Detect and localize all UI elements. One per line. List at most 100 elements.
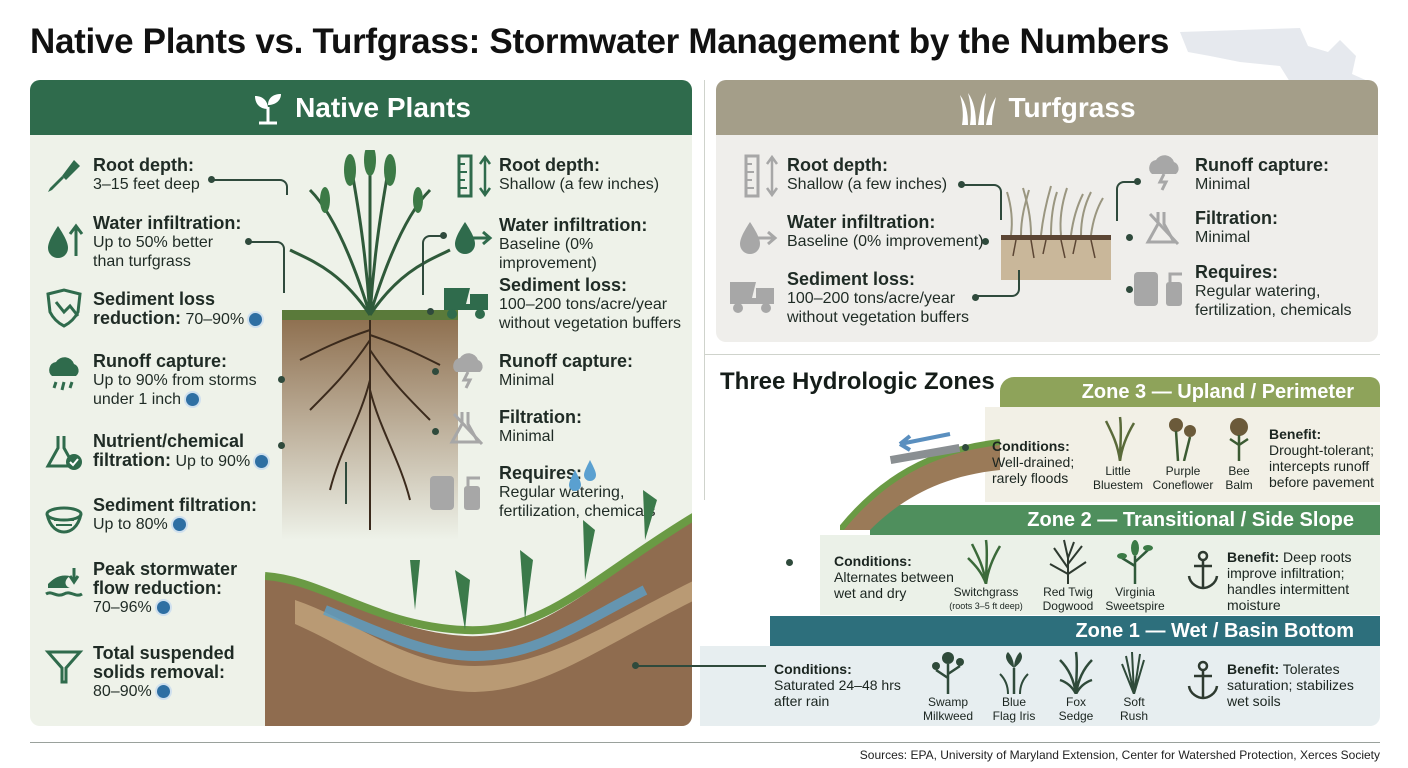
verified-badge-icon xyxy=(253,453,271,471)
native-stat-runoff-capture: Runoff capture: Up to 90% from storms un… xyxy=(93,351,257,409)
native-stat-sediment-filtration: Sediment filtration: Up to 80% xyxy=(93,495,258,534)
ruler-icon xyxy=(457,154,492,198)
native-plants-title: Native Plants xyxy=(295,91,471,123)
fertilizer-spray-icon xyxy=(1134,272,1182,306)
sources-citation: Sources: EPA, University of Maryland Ext… xyxy=(859,748,1380,762)
connector-dot xyxy=(245,238,252,245)
zone3-band: Zone 3 — Upland / Perimeter xyxy=(1000,377,1380,407)
switchgrass-icon xyxy=(967,539,1002,584)
seedling-icon xyxy=(255,93,282,124)
little-bluestem-icon xyxy=(1104,416,1136,461)
footer-rule xyxy=(30,742,1380,743)
zone3-benefit: Benefit: Drought-tolerant; intercepts ru… xyxy=(1269,426,1375,490)
connector-dot xyxy=(432,428,439,435)
zone1-body xyxy=(700,646,1380,726)
turfgrass-stat-water-infiltration: Water infiltration: Baseline (0% improve… xyxy=(787,212,984,251)
connector-line xyxy=(636,665,766,667)
native-stat-water-infiltration: Water infiltration: Up to 50% better tha… xyxy=(93,213,242,271)
fox-sedge-icon xyxy=(1059,651,1093,694)
flask-x-icon xyxy=(1145,212,1180,246)
turfgrass-roots-illustration xyxy=(1001,185,1111,280)
shield-down-icon xyxy=(46,288,82,328)
sieve-icon xyxy=(45,506,83,534)
turfgrass-stat-filtration: Filtration: Minimal xyxy=(1195,208,1278,247)
turfgrass-panel: Turfgrass Root depth: Shallow (a few inc… xyxy=(716,80,1378,342)
zone2-plant-switchgrass: Switchgrass(roots 3–5 ft deep) xyxy=(949,585,1023,611)
native-stat-peak-flow-reduction: Peak stormwater flow reduction: 70–96% xyxy=(93,559,238,617)
column-divider xyxy=(704,80,705,500)
verified-badge-icon xyxy=(154,683,172,701)
zone1-conditions: Conditions: Saturated 24–48 hrs after ra… xyxy=(774,661,901,709)
zone1-band: Zone 1 — Wet / Basin Bottom xyxy=(770,616,1380,646)
storm-cloud-icon xyxy=(453,353,483,389)
purple-coneflower-icon xyxy=(1169,418,1196,461)
connector-line xyxy=(976,270,1020,297)
connector-line xyxy=(962,184,1002,220)
turf-compare-requires: Requires: Regular watering, fertilizatio… xyxy=(499,463,656,521)
connector-dot xyxy=(632,662,639,669)
connector-dot xyxy=(786,559,793,566)
red-twig-dogwood-icon xyxy=(1049,539,1087,584)
connector-dot xyxy=(1134,178,1141,185)
connector-dot xyxy=(440,232,447,239)
connector-dot xyxy=(958,181,965,188)
turfgrass-stat-root-depth: Root depth: Shallow (a few inches) xyxy=(787,155,948,194)
native-stat-tss-removal: Total suspended solids removal: 80–90% xyxy=(93,643,235,701)
ruler-icon xyxy=(744,154,779,198)
flask-check-icon xyxy=(45,436,82,470)
connector-line xyxy=(249,241,285,293)
grass-icon xyxy=(960,92,997,125)
connector-dot xyxy=(278,376,285,383)
verified-badge-icon xyxy=(184,391,202,409)
connector-dot xyxy=(1126,286,1133,293)
native-stat-sediment-loss-reduction: Sediment loss reduction: 70–90% xyxy=(93,290,265,329)
connector-dot xyxy=(1126,234,1133,241)
soft-rush-icon xyxy=(1121,651,1145,694)
zone2-conditions: Conditions: Alternates between wet and d… xyxy=(834,553,954,601)
turf-compare-runoff-capture: Runoff capture: Minimal xyxy=(499,351,633,390)
native-stat-nutrient-filtration: Nutrient/chemical filtration: Up to 90% xyxy=(93,432,271,471)
turfgrass-header: Turfgrass xyxy=(716,80,1378,135)
turf-compare-water-infiltration: Water infiltration: Baseline (0% improve… xyxy=(499,215,648,273)
connector-dot xyxy=(427,308,434,315)
flood-wave-icon xyxy=(45,568,83,597)
drop-arrow-icon xyxy=(740,222,778,254)
zones-title: Three Hydrologic Zones xyxy=(720,368,995,395)
connector-dot xyxy=(962,444,969,451)
turf-compare-sediment-loss: Sediment loss: 100–200 tons/acre/year wi… xyxy=(499,275,682,333)
bee-balm-icon xyxy=(1229,418,1249,461)
native-stat-root-depth: Root depth: 3–15 feet deep xyxy=(93,155,200,194)
native-plant-roots-illustration xyxy=(282,150,458,540)
zone1-benefit: Benefit: Tolerates saturation; stabilize… xyxy=(1227,661,1354,709)
connector-dot xyxy=(432,368,439,375)
turf-compare-filtration: Filtration: Minimal xyxy=(499,407,582,446)
dump-truck-icon xyxy=(730,282,774,313)
swamp-milkweed-icon xyxy=(932,652,964,694)
native-plants-header: Native Plants xyxy=(30,80,692,135)
zone2-band: Zone 2 — Transitional / Side Slope xyxy=(870,505,1380,535)
storm-cloud-icon xyxy=(1149,155,1179,191)
turfgrass-stat-sediment-loss: Sediment loss: 100–200 tons/acre/year wi… xyxy=(787,269,970,327)
rain-cloud-icon xyxy=(49,357,79,391)
zone2-body xyxy=(820,535,1380,615)
water-drop-arrow-icon xyxy=(48,223,84,258)
verified-badge-icon xyxy=(170,516,188,534)
turfgrass-title: Turfgrass xyxy=(1008,91,1136,123)
zone2-benefit: Benefit: Deep roots improve infiltration… xyxy=(1227,549,1352,613)
connector-dot xyxy=(982,238,989,245)
connector-line xyxy=(345,462,347,504)
connector-dot xyxy=(972,294,979,301)
bioretention-basin-illustration xyxy=(265,460,692,726)
dump-truck-icon xyxy=(444,288,488,319)
anchor-icon xyxy=(1187,550,1219,590)
flask-x-icon xyxy=(449,412,484,446)
connector-dot xyxy=(208,176,215,183)
turfgrass-stat-runoff-capture: Runoff capture: Minimal xyxy=(1195,155,1329,194)
